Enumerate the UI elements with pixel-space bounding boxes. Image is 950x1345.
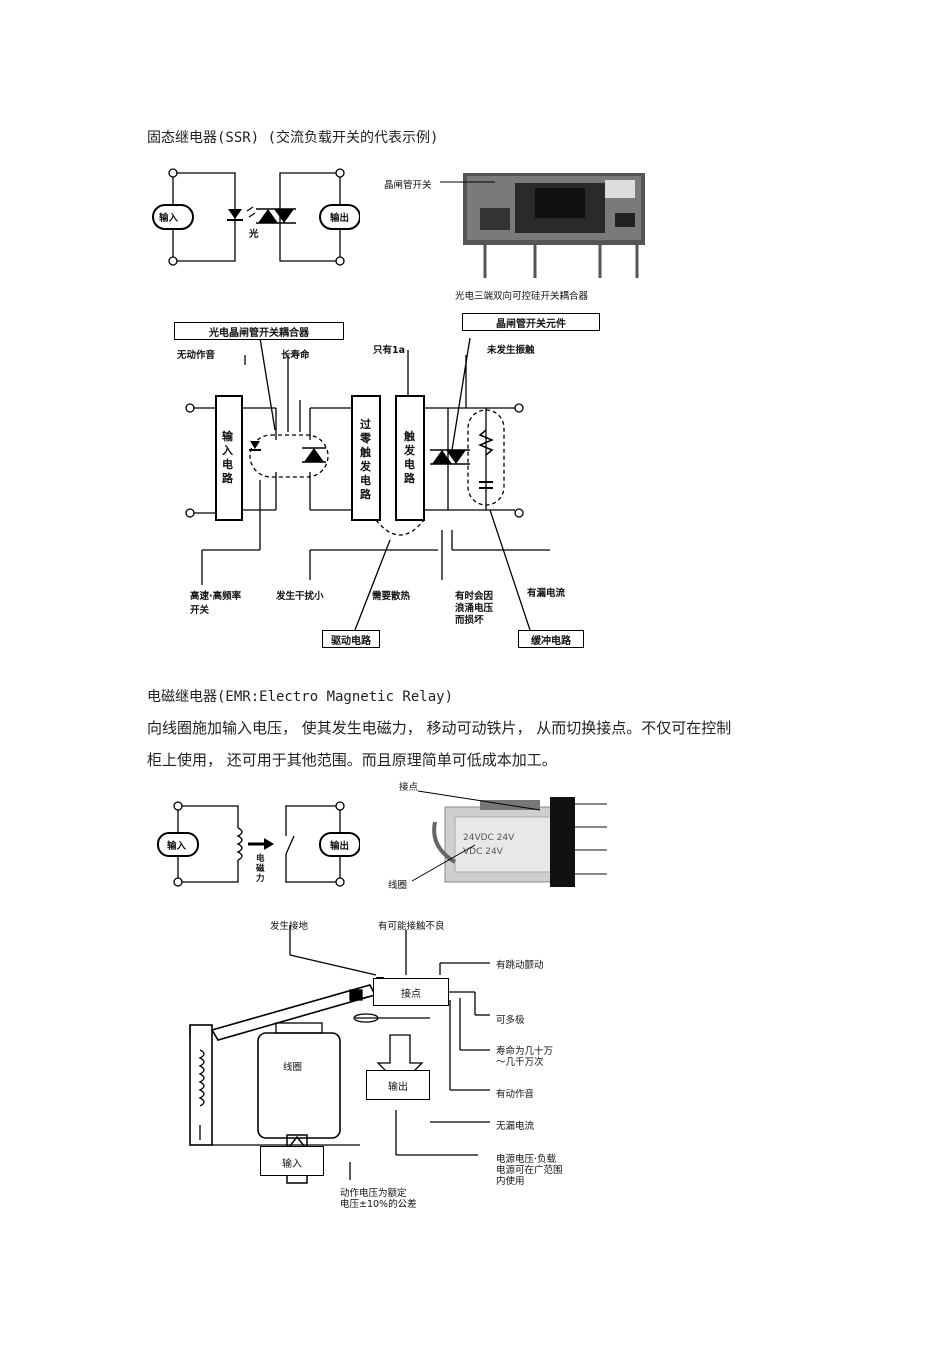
ssr-snubber-box [518,630,584,648]
ssr-leak-damage-1: 有时会因 [455,591,494,602]
ssr-photo [463,173,645,278]
emr-grounding: 发生接地 [270,921,309,932]
emr-no-leak: 无漏电流 [496,1121,535,1132]
emr-voltage-2: 电源可在广范围 [496,1165,563,1176]
ssr-simple-light: 光 [249,229,259,240]
ssr-heading: 固态继电器(SSR) (交流负载开关的代表示例) [147,130,439,146]
ssr-trigger-circuit: 触发电路 [404,430,415,485]
emr-heading: 电磁继电器(EMR:Electro Magnetic Relay) [147,689,454,705]
ssr-no-arc: 未发生振触 [487,345,535,356]
ssr-input-circuit: 输入电路 [222,430,233,485]
emr-simple-diagram [157,801,360,887]
emr-output-box-label: 输出 [388,1082,408,1093]
emr-photo-pointers [411,790,541,882]
emr-photo-print-2: VDC 24V [463,847,504,857]
emr-life-2: ～几千万次 [496,1057,544,1068]
emr-multi-pole: 可多极 [496,1015,525,1026]
emr-photo-coil-label: 线圈 [388,880,408,891]
ssr-coupler-box [174,322,344,340]
emr-input-box-label: 输入 [282,1159,302,1170]
ssr-leak-current: 有漏电流 [527,588,566,599]
emr-simple-force: 电磁力 [256,854,265,884]
ssr-thyristor-element-box [462,313,600,331]
ssr-leak-damage-2: 浪涌电压 [455,603,494,614]
emr-contact-box-label: 接点 [401,989,421,1000]
emr-bounce: 有跳动颤动 [496,960,544,971]
emr-life-1: 寿命为几十万 [496,1046,554,1057]
ssr-drive-circuit-label: 驱动电路 [331,636,371,647]
emr-detail-diagram [189,925,490,1184]
emr-poor-contact: 有可能接触不良 [378,921,445,932]
emr-output-box [366,1070,430,1100]
ssr-photo-coupler-label: 光电三端双向可控硅开关耦合器 [455,291,589,302]
ssr-simple-input: 输入 [159,213,179,224]
emr-paragraph-line2: 柜上使用， 还可用于其他范围。而且原理简单可低成本加工。 [147,751,557,769]
ssr-detail-diagram [185,337,550,631]
ssr-heat-sink: 需要散热 [372,591,411,602]
emr-voltage-1: 电源电压·负载 [496,1154,557,1165]
ssr-high-speed-2: 开关 [190,605,210,616]
emr-contact-box [373,978,449,1006]
ssr-drive-circuit-box [322,630,380,648]
ssr-thyristor-element-label: 晶闸管开关元件 [496,319,566,330]
ssr-long-life: 长寿命 [281,350,310,361]
ssr-low-interference: 发生干扰小 [276,591,324,602]
emr-voltage-3: 内使用 [496,1176,525,1187]
emr-photo: 24VDC 24V VDC 24V [432,797,607,887]
ssr-only-1a: 只有1a [373,345,406,356]
ssr-no-noise: 无动作音 [177,350,216,361]
ssr-zero-cross: 过零触发电路 [360,418,371,501]
emr-noise: 有动作音 [496,1089,535,1100]
ssr-coupler-box-label: 光电晶闸管开关耦合器 [209,328,309,339]
emr-input-box [260,1146,324,1176]
emr-simple-input: 输入 [167,841,187,852]
emr-photo-print-1: 24VDC 24V [463,833,515,843]
ssr-photo-thyristor-label: 晶闸管开关 [384,180,432,191]
emr-paragraph-line1: 向线圈施加输入电压， 使其发生电磁力， 移动可动铁片， 从而切换接点。不仅可在控… [147,719,732,737]
ssr-simple-output: 输出 [330,213,350,224]
emr-coil-label: 线圈 [283,1062,303,1073]
emr-photo-contact-label: 接点 [399,782,419,793]
emr-tolerance-2: 电压±10%的公差 [340,1199,417,1210]
ssr-high-speed-1: 高速·高频率 [190,591,242,602]
emr-simple-output: 输出 [330,841,350,852]
ssr-photo-pointer-1 [440,181,495,183]
ssr-leak-damage-3: 而损坏 [455,615,484,626]
ssr-simple-diagram [152,168,360,266]
ssr-snubber-label: 缓冲电路 [531,636,571,647]
emr-tolerance-1: 动作电压为额定 [340,1188,407,1199]
